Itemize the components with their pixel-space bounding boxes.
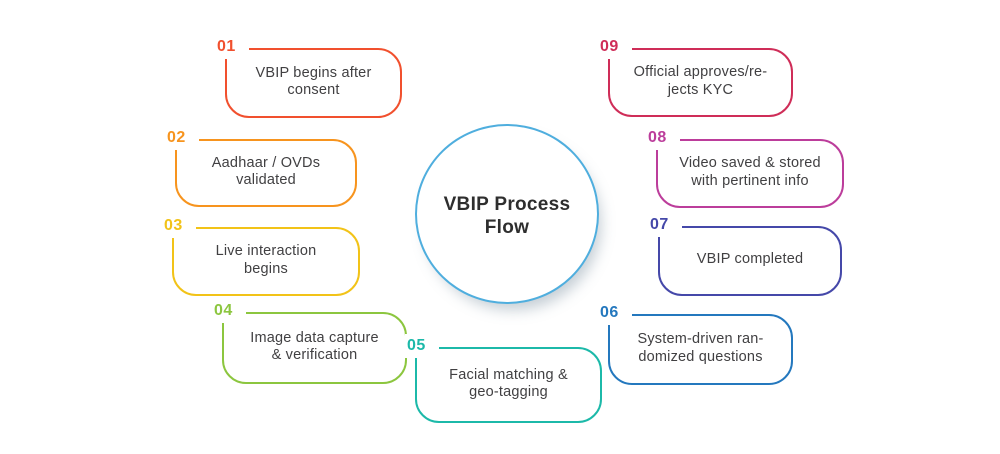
step-card-07: 07 VBIP completed: [648, 213, 842, 296]
step-label: Video saved & stored with pertinent info: [679, 155, 821, 189]
step-card-01: 01 VBIP begins after consent: [215, 35, 402, 118]
step-number: 09: [598, 35, 632, 59]
step-card-border: [172, 227, 360, 296]
step-card-border: [225, 48, 402, 118]
step-card-05: 05 Facial matching & geo-tagging: [405, 334, 602, 423]
step-card-border: [656, 139, 844, 208]
step-card-border: [658, 226, 842, 296]
step-card-06: 06 System-driven ran- domized questions: [598, 301, 793, 385]
step-card-border: [415, 347, 602, 423]
step-card-02: 02 Aadhaar / OVDs validated: [165, 126, 357, 207]
step-label: Facial matching & geo-tagging: [449, 366, 568, 401]
step-label: System-driven ran- domized questions: [637, 331, 764, 365]
diagram-title: VBIP Process Flow: [443, 194, 571, 238]
step-number: 01: [215, 35, 249, 59]
step-label: VBIP begins after consent: [255, 64, 372, 99]
step-label: Official approves/re- jects KYC: [633, 64, 768, 98]
step-card-08: 08 Video saved & stored with pertinent i…: [646, 126, 844, 208]
step-number: 05: [405, 334, 439, 358]
step-number: 03: [162, 214, 196, 238]
step-number: 06: [598, 301, 632, 325]
center-circle: VBIP Process Flow: [415, 124, 599, 304]
step-number: 07: [648, 213, 682, 237]
step-card-09: 09 Official approves/re- jects KYC: [598, 35, 793, 117]
step-label: Live interaction begins: [215, 243, 317, 277]
step-number: 02: [165, 126, 199, 150]
step-number: 04: [212, 299, 246, 323]
step-card-border: [175, 139, 357, 207]
step-label: VBIP completed: [696, 251, 804, 268]
step-card-border: [608, 314, 793, 385]
step-card-03: 03 Live interaction begins: [162, 214, 360, 296]
step-label: Aadhaar / OVDs validated: [211, 154, 321, 189]
step-number: 08: [646, 126, 680, 150]
step-card-04: 04 Image data capture & verification: [212, 299, 407, 384]
step-card-border: [608, 48, 793, 117]
step-label: Image data capture & verification: [250, 329, 379, 364]
